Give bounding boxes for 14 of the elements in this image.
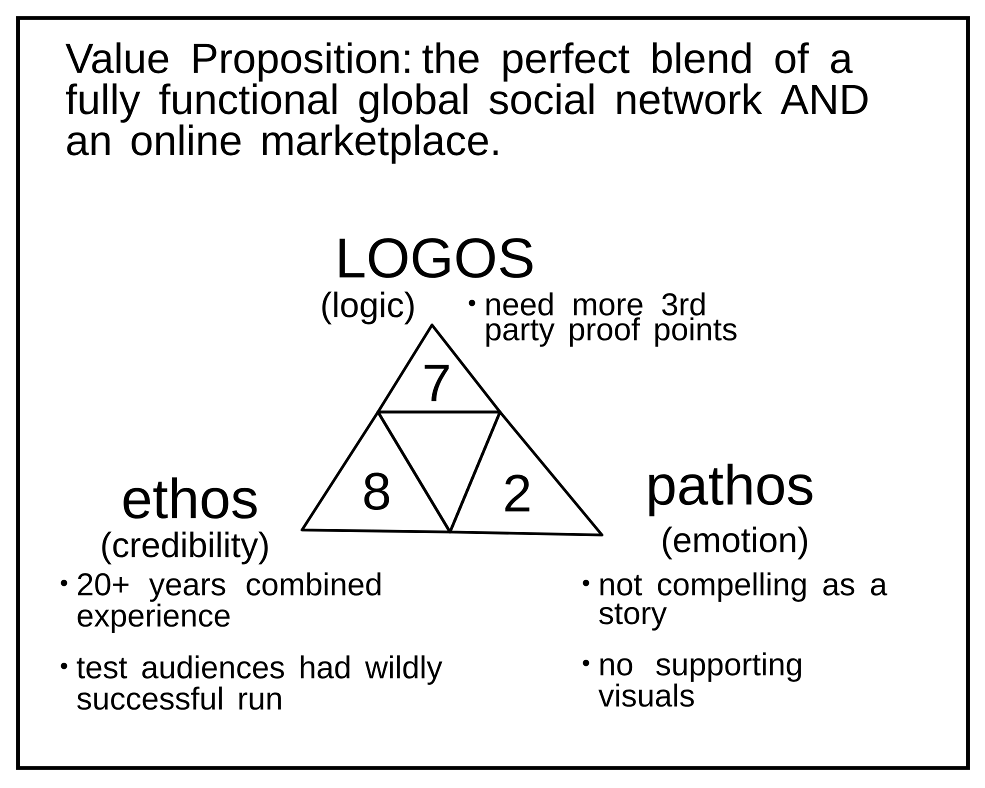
bullet-text: not compelling as a story [599,572,888,631]
bullet-text: no supporting visuals [598,652,801,707]
subheading: (emotion) [662,526,808,560]
title: Value Proposition: the perfect blend of a fully functional global social network AND an online marketplace. [66,42,868,164]
triangle-segment: 8 [300,410,452,534]
subheading: (credibility) [102,532,268,564]
rhetoric-heading: LOGOS [340,238,532,278]
bullet-text: 20+ years combined experience [78,572,380,634]
rhetoric-heading: pathos [649,464,812,516]
rhetoric-heading: ethos [124,477,257,519]
subheading: (logic) [322,292,414,324]
bullet-text: test audiences had wildly successful run [76,655,442,710]
bullet-text: need more 3rd party proof points [486,292,736,347]
triangle-segment: 2 [448,410,604,536]
